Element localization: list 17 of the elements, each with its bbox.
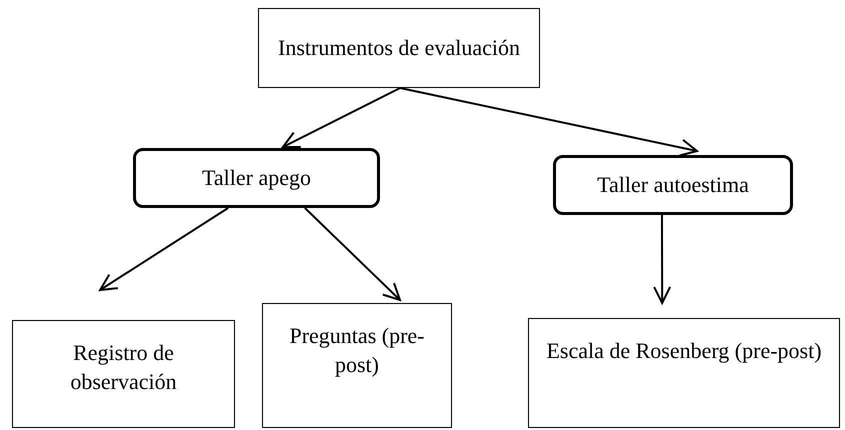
rounded-box bbox=[553, 155, 793, 215]
process-box bbox=[528, 318, 840, 428]
arrow bbox=[282, 87, 401, 148]
arrow bbox=[653, 215, 672, 304]
box-label: Instrumentos de evaluación bbox=[278, 34, 520, 62]
rounded-box bbox=[133, 148, 380, 208]
process-box bbox=[262, 303, 452, 428]
process-box bbox=[12, 320, 235, 428]
box-label: Escala de Rosenberg (pre-post) bbox=[546, 337, 822, 365]
box-label: Taller autoestima bbox=[597, 170, 749, 199]
arrow bbox=[99, 207, 229, 291]
arrow bbox=[304, 207, 401, 301]
box-label: Preguntas (pre-post) bbox=[288, 322, 426, 379]
box-label: Registro de observación bbox=[69, 339, 178, 396]
box-label: Taller apego bbox=[202, 164, 311, 192]
arrow bbox=[400, 87, 698, 156]
process-box bbox=[258, 8, 540, 88]
